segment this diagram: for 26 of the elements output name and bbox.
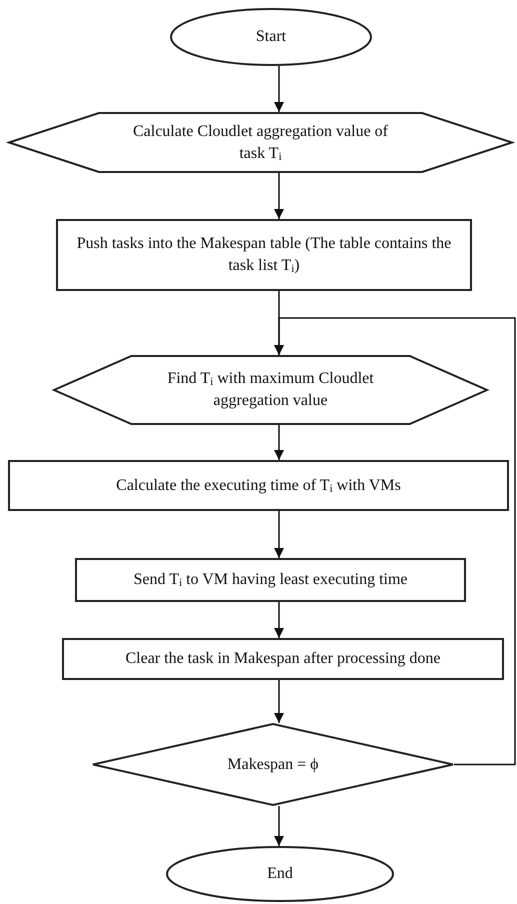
terminal-oval bbox=[170, 8, 372, 66]
process-box bbox=[75, 558, 466, 602]
terminal-oval bbox=[166, 846, 394, 902]
process-box bbox=[62, 638, 504, 680]
node-label: Makespan = ϕ bbox=[226, 754, 320, 775]
arrow bbox=[274, 317, 516, 766]
process-box bbox=[8, 460, 509, 511]
arrow bbox=[274, 602, 284, 638]
node-label: Clear the task in Makespan after processing done bbox=[124, 649, 442, 670]
node-label: Send T$_{i}$ to VM having least executing time bbox=[132, 570, 409, 591]
arrow bbox=[274, 680, 284, 723]
node-label: Calculate Cloudlet aggregation value of task T$_{i}$ bbox=[132, 122, 390, 164]
node-label: Push tasks into the Makespan table (The table contains the task list T$_{i}$) bbox=[76, 234, 452, 277]
arrow bbox=[274, 511, 284, 558]
arrow bbox=[274, 425, 284, 460]
arrow bbox=[274, 806, 284, 846]
decision-diamond bbox=[92, 723, 454, 806]
arrow bbox=[274, 66, 284, 112]
arrow bbox=[274, 173, 284, 219]
node-label: Find T$_{i}$ with maximum Cloudlet aggregation value bbox=[166, 369, 375, 411]
node-label: Calculate the executing time of T$_{i}$ with VMs bbox=[115, 476, 402, 496]
node-label: Start bbox=[254, 27, 288, 48]
preparation-hexagon bbox=[53, 355, 488, 425]
process-box bbox=[56, 219, 472, 291]
preparation-hexagon bbox=[8, 112, 513, 173]
node-label: End bbox=[266, 864, 294, 884]
